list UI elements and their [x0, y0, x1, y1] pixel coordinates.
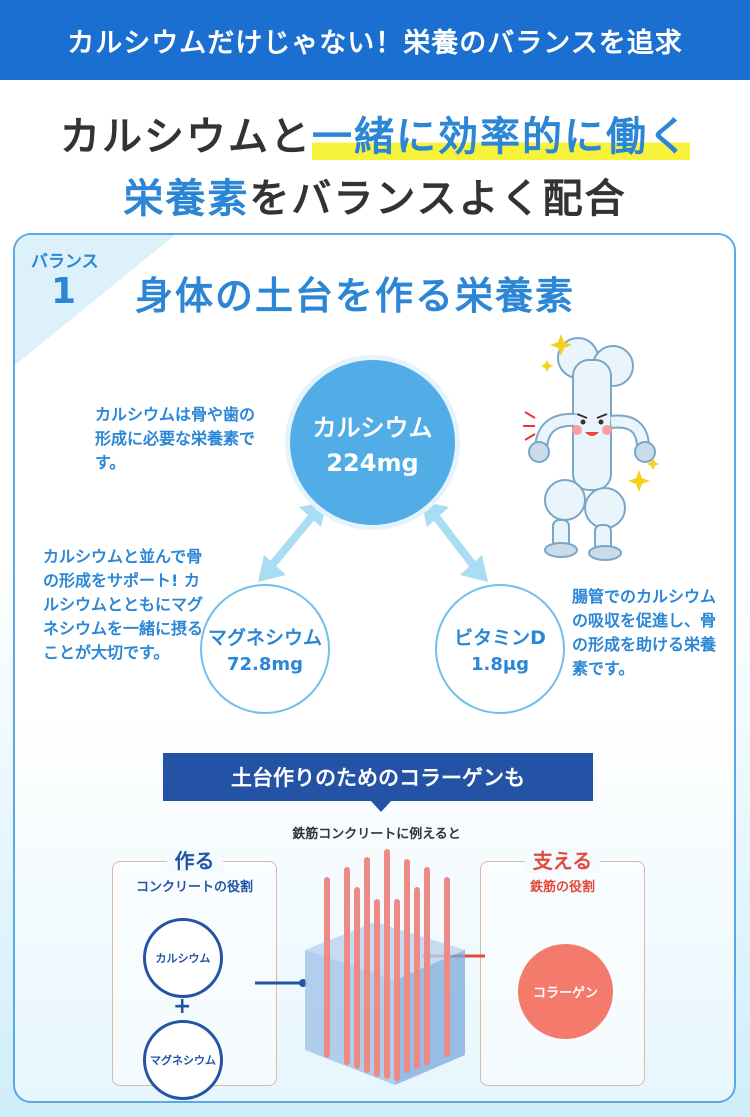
collagen-circle: コラーゲン	[518, 944, 613, 1039]
headline-line1: カルシウムと一緒に効率的に働く	[0, 104, 750, 162]
rebar-concrete-illustration	[255, 849, 485, 1085]
rebar-role-box: 支える 鉄筋の役割 コラーゲン	[480, 849, 645, 1086]
plus-sign: +	[173, 994, 192, 1019]
magnesium-note: カルシウムと並んで骨の形成をサポート! カルシウムとともにマグネシウムを一緒に摂…	[43, 547, 204, 662]
vitamin-d-circle: ビタミンD 1.8μg	[435, 584, 565, 714]
rebar-box-title: 支える	[481, 845, 644, 874]
magnesium-small-label: マグネシウム	[150, 1054, 216, 1067]
panel-title: 身体の土台を作る栄養素	[135, 274, 576, 318]
headline-line1-b: 一緒に効率的に働く	[312, 114, 690, 160]
magnesium-amount: 72.8mg	[226, 654, 304, 675]
top-banner: カルシウムだけじゃない！栄養のバランスを追求	[0, 0, 750, 80]
rebar-box-title-text: 支える	[524, 849, 601, 873]
balance-panel: バランス 1 身体の土台を作る栄養素 カルシウム 224mg マグネシウム 72…	[13, 233, 736, 1103]
left-double-arrow	[258, 501, 327, 582]
banner-pointer	[370, 800, 392, 812]
concrete-box-subtitle: コンクリートの役割	[135, 880, 253, 895]
rebar-box-subtitle: 鉄筋の役割	[529, 880, 595, 895]
collagen-banner: 土台作りのためのコラーゲンも	[163, 753, 593, 801]
calcium-name: カルシウム	[312, 414, 433, 442]
calcium-amount: 224mg	[326, 449, 419, 477]
calcium-small-circle: カルシウム	[143, 918, 223, 998]
right-double-arrow	[421, 501, 488, 582]
headline-line2-b: をバランスよく配合	[249, 176, 627, 222]
double-arrow-icon	[258, 501, 488, 582]
banner-text: カルシウムだけじゃない！栄養のバランスを追求	[67, 27, 683, 59]
vitamin-d-name: ビタミンD	[454, 627, 546, 649]
vitamin-d-note: 腸管でのカルシウムの吸収を促進し、骨の形成を助ける栄養素です。	[572, 587, 717, 678]
collagen-label: コラーゲン	[532, 986, 598, 1001]
badge-number: 1	[51, 271, 77, 312]
headline-line1-a: カルシウムと	[60, 114, 312, 160]
headline-line2: 栄養素をバランスよく配合	[0, 166, 750, 224]
badge-label: バランス	[31, 252, 99, 272]
headline-line2-a: 栄養素	[123, 176, 250, 222]
vitamin-d-amount: 1.8μg	[470, 654, 530, 675]
concrete-role-box: 作る コンクリートの役割 カルシウム + マグネシウム	[112, 849, 277, 1100]
concrete-box-title: 作る	[113, 845, 276, 874]
collagen-banner-text: 土台作りのためのコラーゲンも	[231, 766, 525, 790]
concrete-box-title-text: 作る	[166, 849, 223, 873]
analogy-caption: 鉄筋コンクリートに例えると	[292, 827, 461, 842]
magnesium-name: マグネシウム	[207, 627, 322, 649]
magnesium-small-circle: マグネシウム	[143, 1020, 223, 1100]
calcium-small-label: カルシウム	[155, 952, 211, 965]
calcium-circle: カルシウム 224mg	[290, 360, 455, 525]
bone-mascot-illustration	[523, 334, 659, 561]
calcium-note: カルシウムは骨や歯の形成に必要な栄養素です。	[95, 405, 256, 472]
magnesium-circle: マグネシウム 72.8mg	[200, 584, 330, 714]
